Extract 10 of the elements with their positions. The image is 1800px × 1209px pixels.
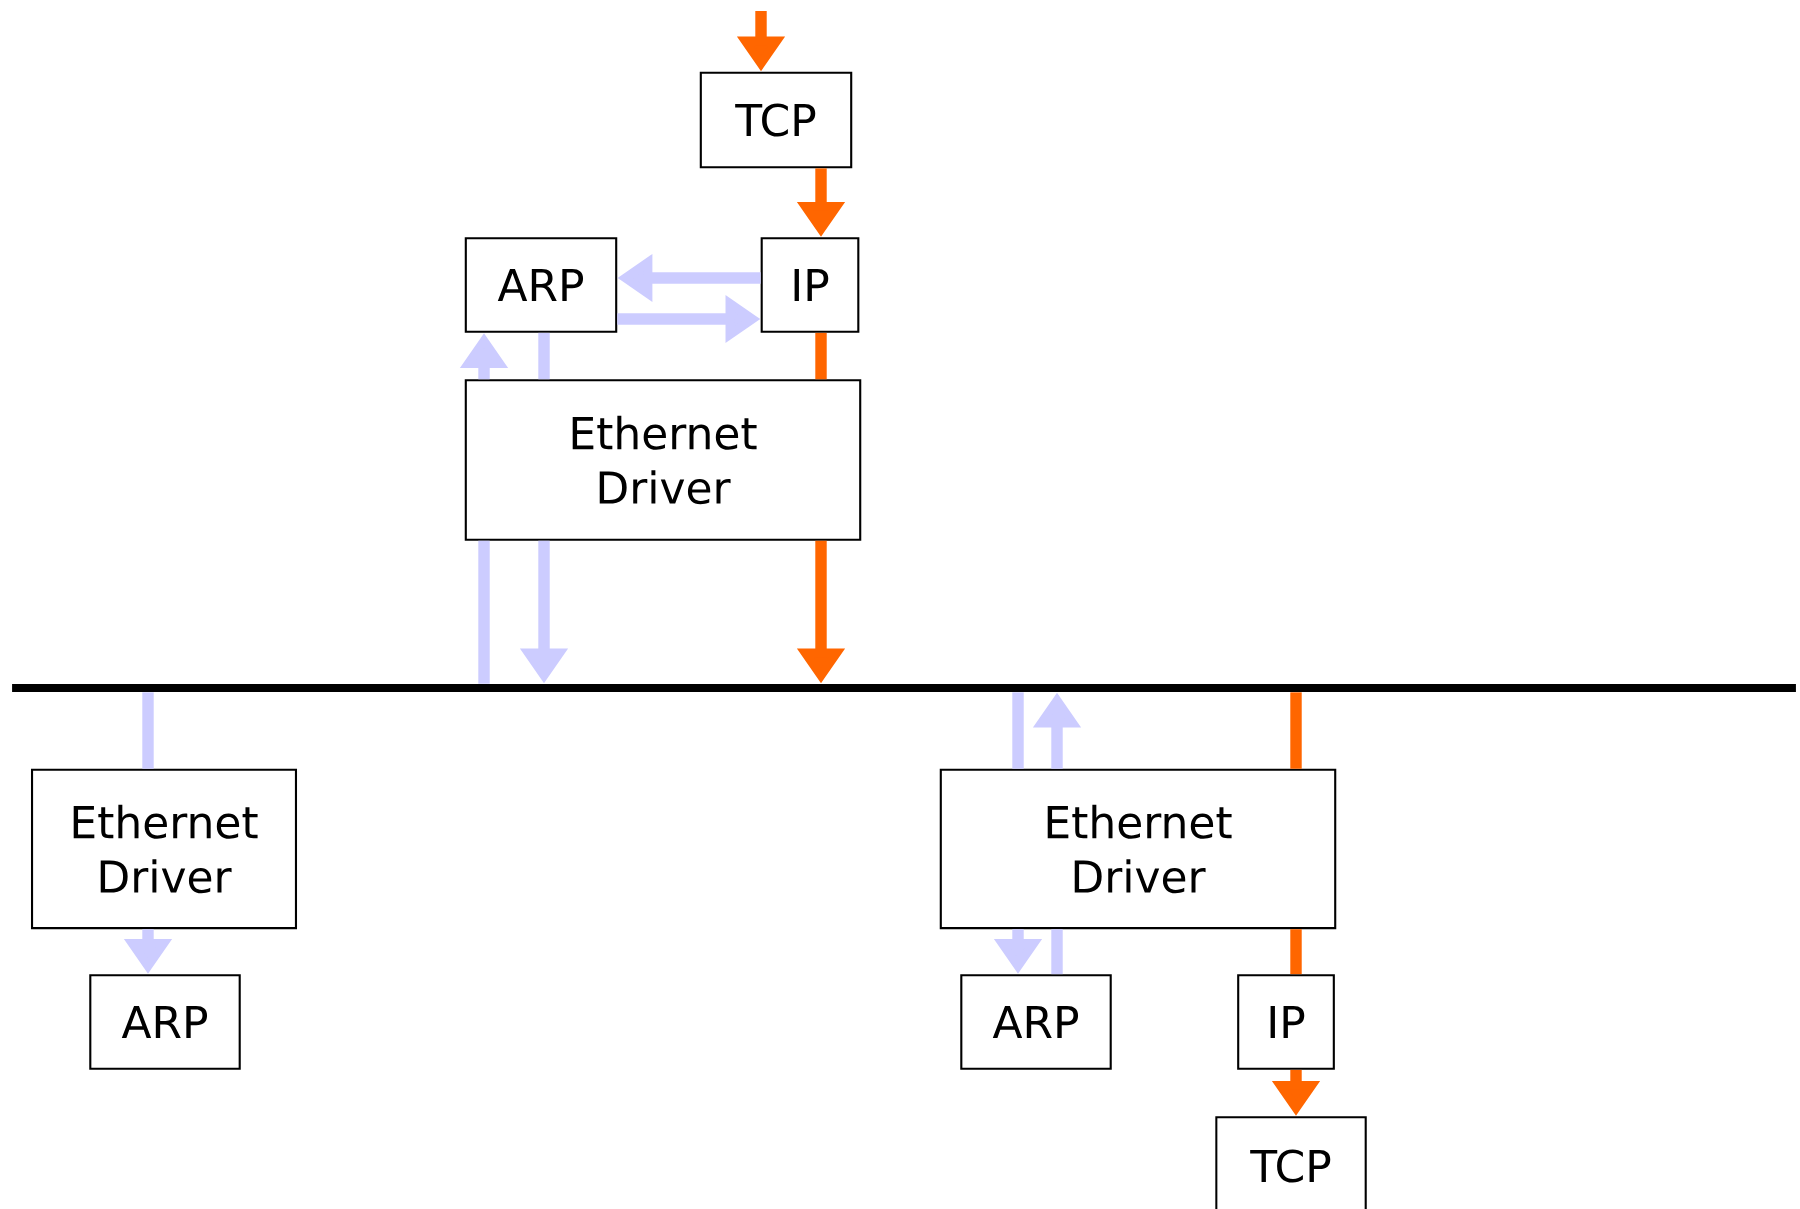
protocol-box: TCP xyxy=(699,71,853,169)
protocol-box: ARP xyxy=(89,974,241,1070)
protocol-box: IP xyxy=(760,237,860,333)
protocol-box: TCP xyxy=(1215,1116,1367,1209)
protocol-box: IP xyxy=(1237,974,1335,1070)
driver-box: Ethernet Driver xyxy=(939,768,1337,930)
driver-box: Ethernet Driver xyxy=(464,379,862,541)
protocol-box: ARP xyxy=(960,974,1112,1070)
protocol-box: ARP xyxy=(464,237,618,333)
driver-box: Ethernet Driver xyxy=(31,768,298,930)
